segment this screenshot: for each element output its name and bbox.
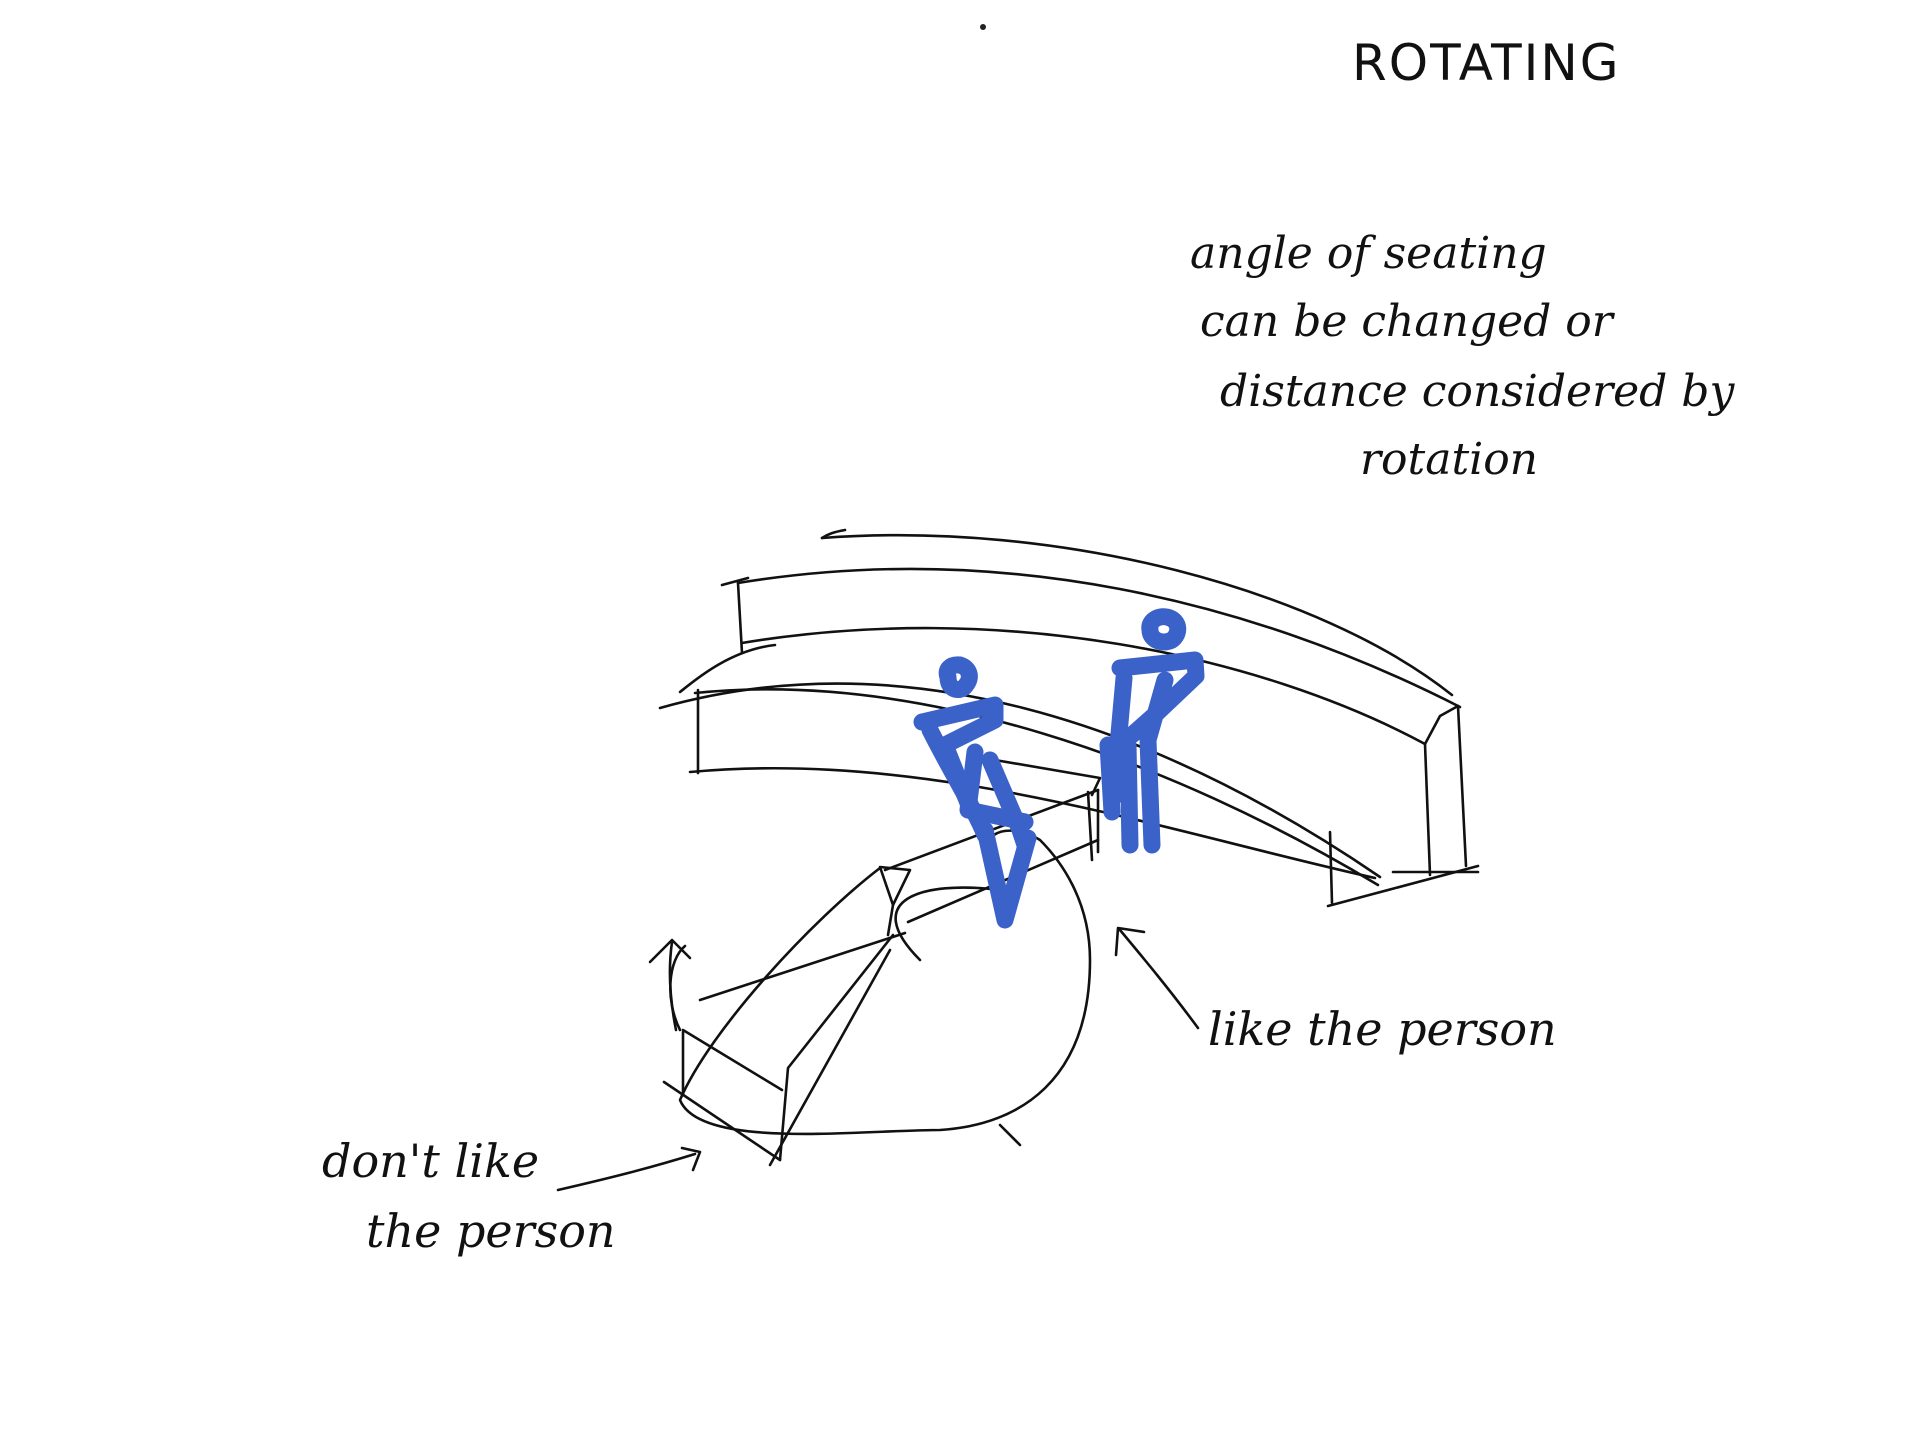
dislike-label-line-1: don't like bbox=[322, 1134, 540, 1188]
sketch-title: ROTATING bbox=[1352, 34, 1621, 92]
ink-dot bbox=[980, 24, 986, 30]
rotating-platform bbox=[662, 758, 1102, 1167]
note-line: can be changed or bbox=[1200, 296, 1613, 347]
person-figure-left bbox=[913, 656, 1037, 929]
note-line: rotation bbox=[1360, 434, 1539, 485]
upper-bench bbox=[720, 528, 1480, 877]
like-label: like the person bbox=[1208, 1002, 1557, 1056]
dislike-label-line-2: the person bbox=[366, 1204, 616, 1258]
rotation-arrow-icon bbox=[648, 938, 692, 1032]
person-figure-right bbox=[1099, 608, 1205, 854]
dislike-arrow-icon bbox=[556, 1146, 702, 1192]
annotation-note: angle of seating can be changed or dista… bbox=[1190, 228, 1734, 482]
lower-bench bbox=[658, 643, 1480, 908]
note-line: distance considered by bbox=[1220, 366, 1735, 417]
like-arrow-icon bbox=[1114, 926, 1200, 1030]
note-line: angle of seating bbox=[1190, 228, 1547, 279]
